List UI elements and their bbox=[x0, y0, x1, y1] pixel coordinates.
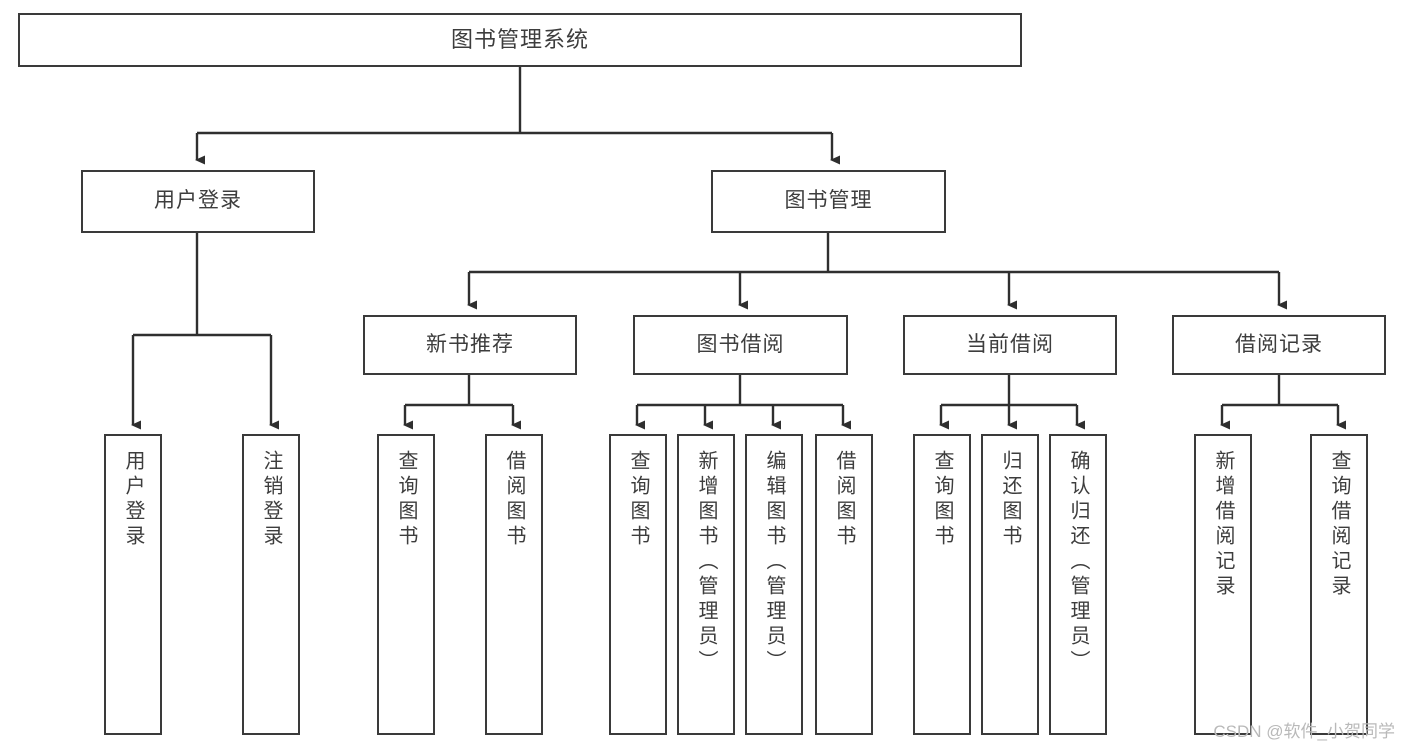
node-book-borrow[interactable]: 图书借阅 bbox=[633, 315, 848, 375]
leaf-current-borrow-query-book[interactable]: 查询图书 bbox=[913, 434, 971, 735]
node-label: 查询图书 bbox=[627, 450, 649, 550]
node-label: 借阅图书 bbox=[503, 450, 525, 550]
node-label: 注销登录 bbox=[260, 450, 282, 550]
node-label: 编辑图书（管理员） bbox=[763, 450, 785, 675]
node-user-login[interactable]: 用户登录 bbox=[81, 170, 315, 233]
node-book-management-system[interactable]: 图书管理系统 bbox=[18, 13, 1022, 67]
node-label: 当前借阅 bbox=[966, 332, 1054, 356]
node-borrow-record[interactable]: 借阅记录 bbox=[1172, 315, 1386, 375]
leaf-user-login-login[interactable]: 用户登录 bbox=[104, 434, 162, 735]
leaf-book-borrow-add-book[interactable]: 新增图书（管理员） bbox=[677, 434, 735, 735]
csdn-watermark: CSDN @软件_小贺同学 bbox=[1213, 722, 1395, 741]
node-label: 图书管理 bbox=[784, 189, 873, 213]
node-label: 用户登录 bbox=[122, 450, 144, 550]
leaf-new-book-borrow-book[interactable]: 借阅图书 bbox=[485, 434, 543, 735]
leaf-borrow-record-add-record[interactable]: 新增借阅记录 bbox=[1194, 434, 1252, 735]
node-label: 图书管理系统 bbox=[450, 26, 589, 52]
leaf-book-borrow-edit-book[interactable]: 编辑图书（管理员） bbox=[745, 434, 803, 735]
node-label: 图书借阅 bbox=[696, 332, 785, 356]
node-label: 查询图书 bbox=[931, 450, 953, 550]
node-label: 新书推荐 bbox=[426, 332, 514, 356]
node-label: 查询借阅记录 bbox=[1328, 450, 1350, 600]
node-label: 归还图书 bbox=[999, 450, 1021, 550]
leaf-current-borrow-confirm-return[interactable]: 确认归还（管理员） bbox=[1049, 434, 1107, 735]
node-current-borrow[interactable]: 当前借阅 bbox=[903, 315, 1117, 375]
node-label: 借阅记录 bbox=[1235, 332, 1323, 356]
leaf-borrow-record-query-record[interactable]: 查询借阅记录 bbox=[1310, 434, 1368, 735]
node-label: 新增图书（管理员） bbox=[695, 450, 717, 675]
node-label: 查询图书 bbox=[395, 450, 417, 550]
leaf-user-login-logout[interactable]: 注销登录 bbox=[242, 434, 300, 735]
node-label: 新增借阅记录 bbox=[1212, 450, 1234, 600]
leaf-book-borrow-borrow-book[interactable]: 借阅图书 bbox=[815, 434, 873, 735]
leaf-current-borrow-return-book[interactable]: 归还图书 bbox=[981, 434, 1039, 735]
node-book-management[interactable]: 图书管理 bbox=[711, 170, 946, 233]
leaf-new-book-query-book[interactable]: 查询图书 bbox=[377, 434, 435, 735]
node-label: 用户登录 bbox=[154, 189, 242, 213]
node-label: 借阅图书 bbox=[833, 450, 855, 550]
node-new-book-recommend[interactable]: 新书推荐 bbox=[363, 315, 577, 375]
leaf-book-borrow-query-book[interactable]: 查询图书 bbox=[609, 434, 667, 735]
node-label: 确认归还（管理员） bbox=[1067, 450, 1089, 675]
